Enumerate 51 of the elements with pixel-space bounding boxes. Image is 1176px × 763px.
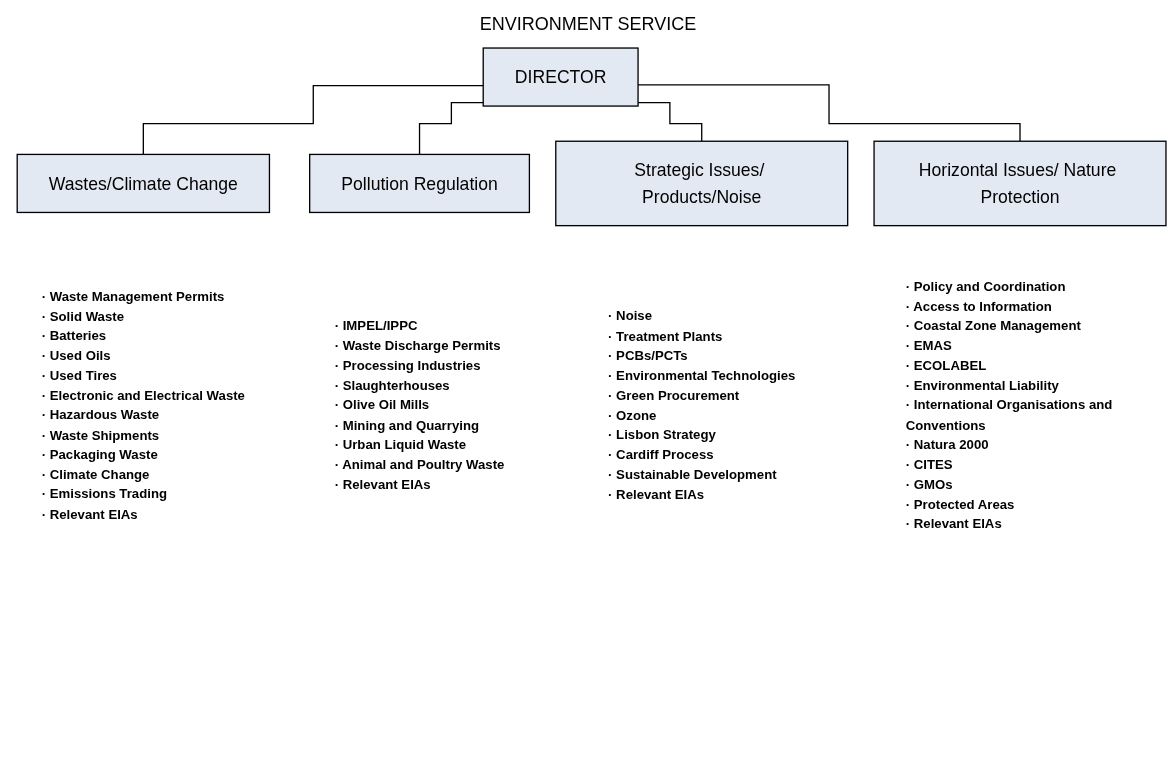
node-label: · Emissions Trading <box>41 486 167 502</box>
node-label: · Packaging Waste <box>41 446 158 462</box>
node-label: · Environmental Technologies <box>608 367 796 383</box>
node-label: · Relevant EIAs <box>41 505 138 521</box>
node-label: · ECOLABEL <box>905 357 987 373</box>
node-label: · Relevant EIAs <box>334 476 431 492</box>
node-box: Wastes/Climate Change <box>16 153 271 214</box>
node-label: · Used Tires <box>41 367 117 383</box>
node-label: · Relevant EIAs <box>608 486 705 502</box>
node-label: · GMOs <box>905 476 953 492</box>
node-label: · Access to Information <box>905 298 1052 314</box>
node-label: · Used Oils <box>41 347 111 363</box>
node-label: · Climate Change <box>41 466 150 482</box>
node-label: · PCBs/PCTs <box>608 347 688 363</box>
node-label: · Relevant EIAs <box>905 515 1002 531</box>
node-label: · Environmental Liability <box>905 377 1059 393</box>
node-label: · Policy and Coordination <box>905 278 1066 294</box>
node-label: · Hazardous Waste <box>41 406 160 422</box>
node-label: · Animal and Poultry Waste <box>334 456 505 472</box>
node-label: · Treatment Plants <box>608 327 723 343</box>
node-box: Strategic Issues/ Products/Noise <box>555 140 849 227</box>
node-label: · Processing Industries <box>334 357 481 373</box>
node-label: · Solid Waste <box>41 308 124 324</box>
node-label: · Green Procurement <box>608 387 740 403</box>
diagram-title: ENVIRONMENT SERVICE <box>478 14 698 35</box>
node-label: · Ozone <box>608 406 657 422</box>
node-label: · CITES <box>905 456 953 472</box>
node-label: · International Organisations and Conventions <box>905 397 1113 432</box>
node-label: · Noise <box>608 308 653 324</box>
node-label: · Sustainable Development <box>608 466 777 482</box>
node-label: · Waste Management Permits <box>41 288 225 304</box>
node-label: · EMAS <box>905 337 952 353</box>
node-label: · Waste Discharge Permits <box>334 337 501 353</box>
node-label: · Slaughterhouses <box>334 377 450 393</box>
node-label: · Waste Shipments <box>41 426 160 442</box>
node-label: · Electronic and Electrical Waste <box>41 387 245 403</box>
node-label: · Protected Areas <box>905 496 1015 511</box>
node-label: · Batteries <box>41 327 107 343</box>
node-label: · Coastal Zone Management <box>905 317 1081 333</box>
connector <box>142 85 484 156</box>
node-label: · Mining and Quarrying <box>334 416 479 432</box>
node-label: · Urban Liquid Waste <box>334 436 467 452</box>
node-box: Pollution Regulation <box>309 153 531 214</box>
node-box: DIRECTOR <box>482 47 639 107</box>
node-label: · IMPEL/IPPC <box>334 317 418 333</box>
node-label: · Lisbon Strategy <box>608 426 716 442</box>
node-label: · Olive Oil Mills <box>334 397 430 413</box>
connector <box>418 101 484 156</box>
node-box: Horizontal Issues/ Nature Protection <box>873 140 1167 227</box>
node-label: · Natura 2000 <box>905 436 989 452</box>
node-label: · Cardiff Process <box>608 446 714 462</box>
